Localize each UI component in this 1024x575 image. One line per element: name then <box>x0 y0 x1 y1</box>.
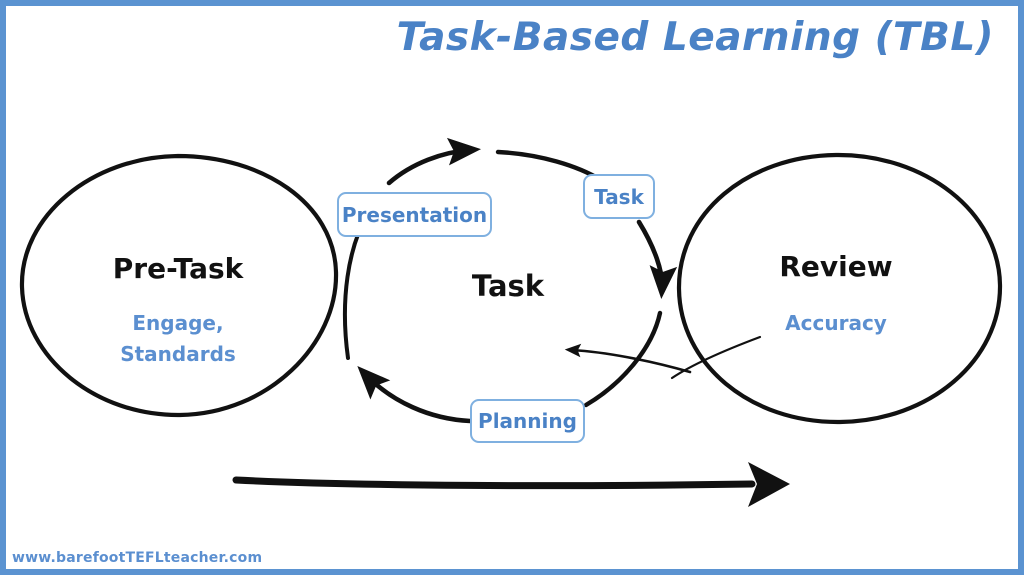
cycle-label-presentation[interactable]: Presentation <box>337 192 492 237</box>
site-watermark: www.barefootTEFLteacher.com <box>12 550 263 566</box>
cycle-label-planning[interactable]: Planning <box>470 399 585 443</box>
stage-heading-task: Task <box>471 269 545 303</box>
stage-heading-pre-task: Pre-Task <box>112 252 244 285</box>
pre-task-ellipse <box>19 153 339 418</box>
progress-arrow <box>232 462 790 507</box>
stage-heading-review: Review <box>779 250 893 283</box>
page-title: Task-Based Learning (TBL) <box>396 15 994 60</box>
stage-subtext-review: Accuracy <box>785 311 887 335</box>
review-ellipse <box>676 152 1003 425</box>
cycle-arc-presentation <box>342 137 482 360</box>
cycle-arc-planning <box>357 366 473 424</box>
cycle-label-task[interactable]: Task <box>583 174 655 219</box>
stage-subtext-pre-task: Engage, Standards <box>120 311 236 366</box>
cycle-arc-task <box>636 219 678 300</box>
review-inlet-stroke <box>670 335 762 380</box>
cycle-arc-feedback <box>564 343 692 374</box>
cycle-arc-lower-right <box>583 310 663 408</box>
